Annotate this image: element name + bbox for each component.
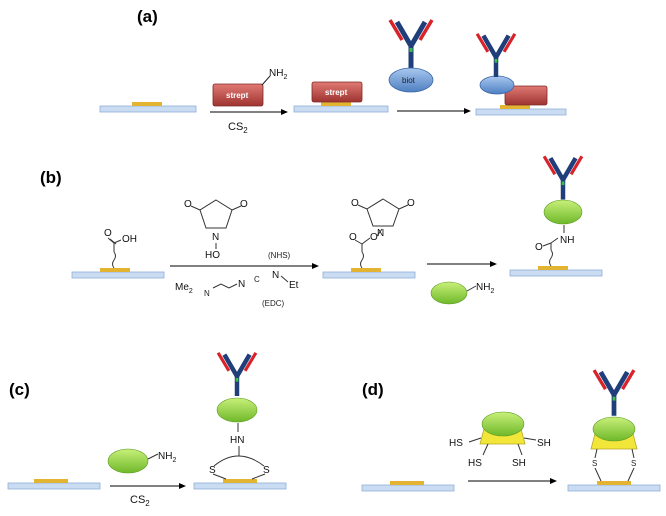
edc-structure: Me2 N N C N Et (EDC): [175, 270, 299, 308]
svg-text:N: N: [272, 270, 279, 281]
svg-text:O: O: [104, 228, 112, 239]
svg-text:OH: OH: [122, 234, 137, 245]
nhs-structure: O O N HO (NHS): [184, 199, 291, 261]
amine-label-b: NH2: [476, 282, 494, 295]
svg-text:O: O: [351, 198, 359, 209]
antibody-icon: [218, 353, 256, 396]
amine-label-a: NH2: [269, 68, 287, 81]
amine-protein-c: NH2: [107, 448, 176, 474]
substrate-b2: O O N O O: [322, 198, 416, 279]
svg-text:N: N: [204, 289, 210, 298]
arrow-a2: [397, 108, 471, 114]
substrate-a3: [476, 34, 567, 116]
arrow-c: CS2: [110, 483, 186, 508]
svg-text:O: O: [535, 242, 543, 253]
antibody-icon: [594, 370, 634, 416]
amine-protein-b: NH2: [430, 281, 494, 305]
substrate-a2: strept: [293, 81, 389, 113]
svg-text:S: S: [263, 465, 270, 476]
svg-text:HS: HS: [449, 438, 463, 449]
arrow-b1: [170, 263, 319, 269]
svg-text:O: O: [407, 198, 415, 209]
arrow-a1: CS2: [210, 109, 288, 135]
svg-text:(NHS): (NHS): [268, 251, 291, 260]
substrate-b3: O NH: [509, 156, 603, 277]
svg-text:S: S: [592, 459, 597, 468]
svg-text:C: C: [254, 275, 260, 284]
biotinylated-antibody: biot: [389, 20, 433, 93]
antibody-icon: [544, 156, 582, 199]
panel-b-label: (b): [40, 168, 62, 187]
svg-text:S: S: [209, 465, 216, 476]
thiolated-protein: HS HS SH SH: [449, 411, 551, 469]
antibody-icon: [390, 20, 432, 68]
edc-me2: Me2: [175, 282, 193, 295]
substrate-b1: O OH: [71, 228, 165, 279]
substrate-d2: S S: [567, 370, 661, 492]
substrate-c2: S S HN: [193, 353, 287, 490]
svg-text:strept: strept: [325, 88, 348, 97]
streptavidin-reagent: strept NH2: [212, 68, 287, 107]
panel-a: (a) strept NH2 CS2 strept biot: [99, 7, 567, 135]
svg-text:O: O: [240, 199, 248, 210]
svg-text:strept: strept: [226, 91, 249, 100]
svg-text:N: N: [212, 232, 219, 243]
substrate-d1: [361, 481, 455, 492]
svg-text:biot: biot: [402, 76, 416, 85]
svg-text:(EDC): (EDC): [262, 299, 285, 308]
svg-text:SH: SH: [537, 438, 551, 449]
panel-d: (d) HS HS SH SH S S: [361, 370, 661, 492]
arrow-b2: [427, 261, 497, 267]
cs2-label-c: CS2: [130, 494, 150, 508]
svg-text:O: O: [370, 232, 378, 243]
antibody-icon: [477, 34, 515, 77]
svg-text:N: N: [377, 228, 384, 239]
panel-c-label: (c): [9, 380, 30, 399]
svg-text:SH: SH: [512, 458, 526, 469]
panel-b: (b) O OH O O N HO (NHS): [40, 156, 603, 308]
panel-a-label: (a): [137, 7, 158, 26]
panel-d-label: (d): [362, 380, 384, 399]
svg-text:O: O: [349, 232, 357, 243]
svg-text:NH: NH: [560, 235, 574, 246]
amine-label-c: NH2: [158, 451, 176, 464]
svg-text:HN: HN: [230, 435, 244, 446]
svg-text:S: S: [631, 459, 636, 468]
cs2-label-a: CS2: [228, 121, 248, 135]
svg-text:O: O: [184, 199, 192, 210]
panel-c: (c) NH2 CS2 S S HN: [7, 353, 287, 508]
arrow-d: [468, 478, 557, 484]
svg-text:HO: HO: [205, 250, 220, 261]
substrate-a1: [99, 102, 197, 113]
substrate-c1: [7, 479, 101, 490]
svg-text:N: N: [238, 279, 245, 290]
svg-text:Et: Et: [289, 280, 299, 291]
svg-text:HS: HS: [468, 458, 482, 469]
